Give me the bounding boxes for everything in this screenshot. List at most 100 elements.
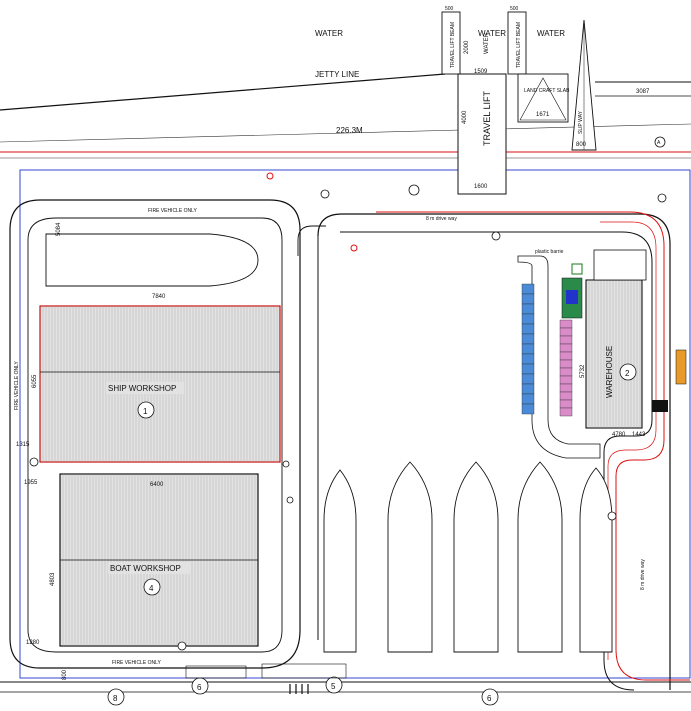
site-boundary [19, 169, 691, 679]
lift-bay-dim: 4000 [462, 110, 468, 124]
grid-marker-8 [107, 688, 125, 706]
jetty-line [0, 73, 446, 111]
parking-stall [559, 335, 573, 345]
water-label-right: WATER [537, 29, 565, 38]
parking-stall [521, 303, 535, 315]
grid-marker-5-label: 5 [331, 682, 336, 691]
parking-stall [521, 333, 535, 345]
hydrant-symbol [266, 172, 274, 180]
green-unit [571, 263, 583, 275]
ship-marker [137, 401, 155, 419]
slip-way-label: SLIP WAY [578, 110, 584, 134]
travel-lift-bay [457, 73, 507, 195]
boat-berths [323, 461, 613, 653]
beam-width-right: 500 [510, 6, 519, 12]
landing-craft-slab-label: LAND CRAFT SLAB [524, 88, 570, 94]
ship-workshop-label: SHIP WORKSHOP [108, 384, 176, 393]
travel-lift-beam-right-label: TRAVEL LIFT BEAM [516, 22, 522, 68]
fire-vehicle-top-label: FIRE VEHICLE ONLY [148, 208, 197, 214]
warehouse-corner-dim: 1443 [632, 432, 646, 438]
jetty-line-label: JETTY LINE [315, 70, 359, 79]
ship-marker-label: 1 [143, 407, 148, 416]
connector-road-top [297, 225, 326, 256]
boat-width-dim: 6400 [150, 482, 164, 488]
warehouse-label: WAREHOUSE [605, 346, 614, 398]
parking-stall [521, 403, 535, 415]
parking-blue [521, 283, 535, 415]
tree-symbol [282, 460, 290, 468]
main-road-outer [317, 213, 671, 690]
lift-water-label: WATER [484, 32, 490, 54]
tree-symbol [320, 189, 330, 199]
warehouse-ramp [517, 255, 601, 459]
landing-craft-slab [517, 73, 569, 123]
warehouse-marker-label: 2 [625, 369, 630, 378]
fire-vehicle-bottom-label: FIRE VEHICLE ONLY [112, 660, 161, 666]
warehouse [585, 279, 643, 429]
gate-block [261, 663, 347, 679]
stair-block [652, 400, 668, 412]
parking-stall [559, 351, 573, 361]
north-marker-label: A [657, 140, 661, 146]
tree-symbol [29, 457, 39, 467]
boat-workshop-label: BOAT WORKSHOP [110, 564, 181, 573]
parking-stall [559, 375, 573, 385]
boat-hull-4 [517, 461, 563, 653]
parking-stall [559, 367, 573, 377]
warehouse-marker [619, 363, 637, 381]
travel-lift-beam-right [507, 11, 527, 75]
parking-stall [521, 393, 535, 405]
boat-gap-dim: 1955 [24, 480, 38, 486]
site-fixtures [29, 172, 667, 651]
tree-symbol [286, 496, 294, 504]
boat-depth-dim: 4803 [50, 572, 56, 586]
lift-base-dim: 1600 [474, 184, 488, 190]
drive-way-red-2 [600, 221, 657, 660]
warehouse-base-dim: 4780 [612, 432, 626, 438]
parking-stall [521, 343, 535, 355]
bottom-edge-dim: 800 [62, 669, 68, 680]
gate-block [185, 665, 247, 679]
beam-width-left: 500 [445, 6, 454, 12]
lift-gap-dim: 1509 [474, 69, 488, 75]
parking-stall [521, 293, 535, 305]
lift-length-dim: 2000 [464, 40, 470, 54]
ship-width-dim: 7840 [152, 294, 166, 300]
left-gap-dim: 5084 [56, 222, 62, 236]
main-road-inner [340, 231, 653, 691]
travel-lift-beam-left-label: TRAVEL LIFT BEAM [450, 22, 456, 68]
orange-unit [675, 349, 687, 385]
parking-pink [559, 319, 573, 417]
tree-symbol [408, 184, 420, 196]
drive-way-right-label: 8 m drive way [640, 559, 646, 590]
grid-marker-8-label: 8 [113, 694, 118, 703]
travel-lift-beam-left [441, 11, 461, 75]
jetty-length-value: 226.3M [336, 126, 363, 135]
tree-symbol [607, 511, 617, 521]
parking-stall [559, 399, 573, 409]
parking-stall [521, 323, 535, 335]
grid-marker-6b [481, 688, 499, 706]
parking-stall [559, 359, 573, 369]
boat-hull-2 [387, 461, 433, 653]
right-edge-dim: 3087 [636, 89, 650, 95]
drive-way-red [376, 211, 690, 681]
parking-stall [559, 327, 573, 337]
water-label-left: WATER [315, 29, 343, 38]
plastic-barrier-label: plastic barrie [535, 249, 564, 255]
tree-symbol [657, 193, 667, 203]
parking-stall [521, 313, 535, 325]
grid-marker-5 [325, 676, 343, 694]
boat-hull-3 [453, 461, 499, 653]
ship-depth-dim: 6055 [32, 374, 38, 388]
parking-stall [559, 343, 573, 353]
boat-label-bg [108, 562, 190, 574]
gate-details [185, 663, 347, 694]
parking-stall [559, 383, 573, 393]
parking-stall [559, 319, 573, 329]
hull-outline [45, 233, 259, 287]
hydrant-symbol [350, 244, 358, 252]
side-offset-dim: 1315 [16, 442, 30, 448]
fire-vehicle-left-label: FIRE VEHICLE ONLY [14, 361, 20, 410]
bottom-left-dim: 1280 [26, 640, 40, 646]
